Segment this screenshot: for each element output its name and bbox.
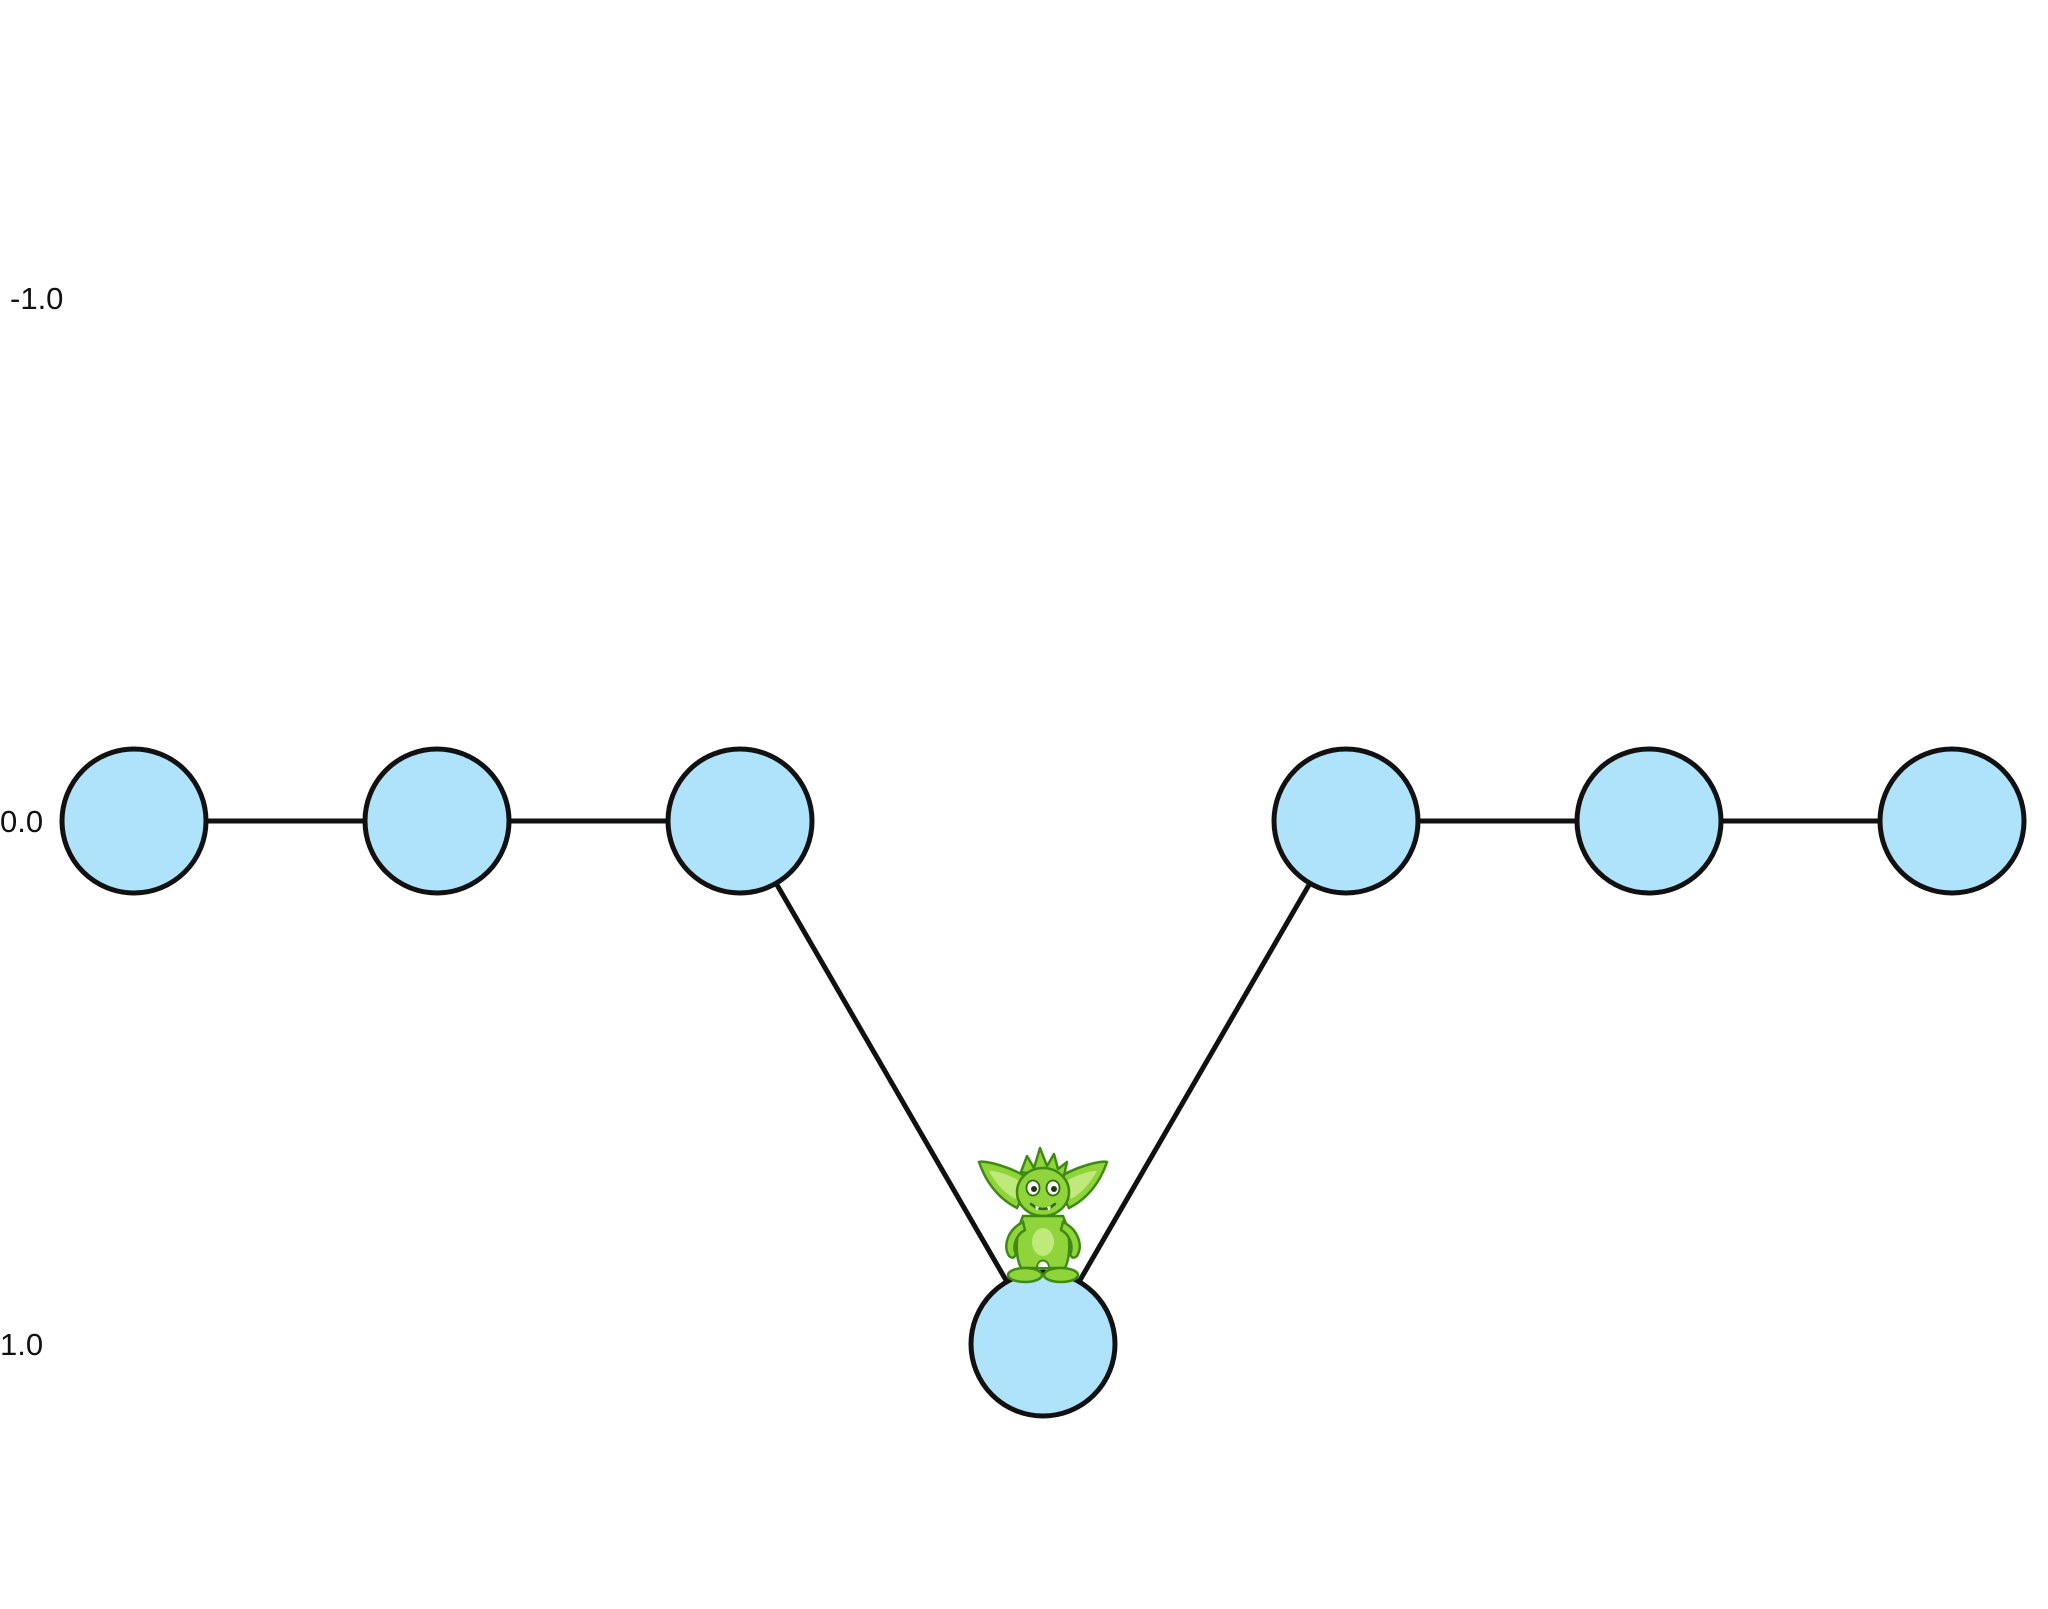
- graph-node[interactable]: [1274, 749, 1418, 893]
- y-tick-label: 0.0: [0, 804, 43, 839]
- graph-node[interactable]: [1880, 749, 2024, 893]
- nodes: [62, 749, 2024, 1416]
- y-tick-label: 1.0: [0, 1327, 43, 1362]
- graph-node[interactable]: [668, 749, 812, 893]
- graph-node[interactable]: [365, 749, 509, 893]
- graph-node[interactable]: [971, 1272, 1115, 1416]
- graph-node[interactable]: [1577, 749, 1721, 893]
- graph-edge: [1043, 821, 1346, 1344]
- y-tick-label: -1.0: [10, 281, 63, 316]
- y-axis: -1.0 0.0 1.0: [0, 281, 63, 1362]
- graph-edge: [740, 821, 1043, 1344]
- graph-node[interactable]: [62, 749, 206, 893]
